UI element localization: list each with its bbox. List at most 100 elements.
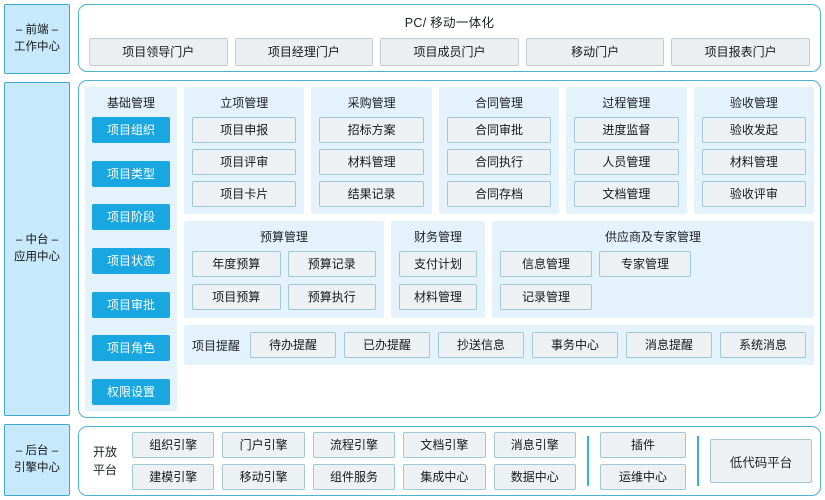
sidebar-item-frontend[interactable]: – 前端 – 工作中心	[4, 4, 70, 74]
group-supplier-expert-management: 供应商及专家管理 信息管理 专家管理 记录管理	[492, 221, 814, 318]
group-process-management: 过程管理 进度监督 人员管理 文档管理	[566, 87, 687, 214]
process-item-progress-supervision[interactable]: 进度监督	[574, 117, 679, 143]
portal-button-mobile[interactable]: 移动门户	[525, 38, 665, 66]
group-basic-management-title: 基础管理	[106, 96, 155, 110]
process-item-document[interactable]: 文档管理	[574, 181, 679, 207]
group-budget-items: 年度预算 预算记录 项目预算 预算执行	[192, 251, 376, 310]
budget-item-record[interactable]: 预算记录	[287, 251, 376, 277]
portal-button-report[interactable]: 项目报表门户	[671, 38, 810, 66]
layers-content: PC/ 移动一体化 项目领导门户 项目经理门户 项目成员门户 移动门户 项目报表…	[78, 4, 821, 496]
group-acceptance-management: 验收管理 验收发起 材料管理 验收评审	[693, 87, 815, 214]
initiation-item-review[interactable]: 项目评审	[192, 149, 297, 175]
sidebar-item-middle-line2: 应用中心	[14, 251, 60, 263]
basic-item-project-approval[interactable]: 项目审批	[92, 291, 170, 318]
plugin-button-grid: 插件 运维中心	[600, 432, 686, 490]
sidebar-item-middle-line1: – 中台 –	[15, 234, 59, 247]
engine-item-component-service[interactable]: 组件服务	[312, 464, 396, 490]
engine-button-grid: 组织引擎 门户引擎 流程引擎 文档引擎 消息引擎 建模引擎 移动引擎 组件服务 …	[132, 432, 576, 490]
group-supplier-title: 供应商及专家管理	[604, 230, 701, 244]
initiation-item-declare[interactable]: 项目申报	[192, 117, 297, 143]
budget-item-annual[interactable]: 年度预算	[192, 251, 281, 277]
contract-item-execution[interactable]: 合同执行	[446, 149, 552, 175]
contract-item-approval[interactable]: 合同审批	[446, 117, 552, 143]
open-platform-label: 开放 平台	[87, 443, 123, 479]
group-procurement-items: 招标方案 材料管理 结果记录	[319, 117, 424, 207]
procurement-item-result-record[interactable]: 结果记录	[319, 181, 424, 207]
acceptance-item-initiate[interactable]: 验收发起	[701, 117, 807, 143]
supplier-item-expert[interactable]: 专家管理	[599, 251, 691, 277]
budget-item-project[interactable]: 项目预算	[192, 284, 281, 310]
supplier-item-record[interactable]: 记录管理	[500, 284, 592, 310]
engine-item-org[interactable]: 组织引擎	[132, 432, 215, 458]
group-initiation-title: 立项管理	[220, 96, 269, 110]
group-finance-items: 支付计划 材料管理	[399, 251, 477, 310]
sidebar-item-frontend-line2: 工作中心	[14, 41, 60, 53]
procurement-item-bidding-plan[interactable]: 招标方案	[319, 117, 424, 143]
portal-button-row: 项目领导门户 项目经理门户 项目成员门户 移动门户 项目报表门户	[87, 38, 812, 66]
engine-item-mobile[interactable]: 移动引擎	[222, 464, 305, 490]
sidebar-item-backend-line2: 引擎中心	[14, 462, 60, 474]
reminder-item-system-message[interactable]: 系统消息	[720, 332, 807, 358]
sidebar-item-middle[interactable]: – 中台 – 应用中心	[4, 82, 70, 416]
middle-platform-panel: 基础管理 项目组织 项目类型 项目阶段 项目状态 项目审批 项目角色 权限设置 …	[78, 80, 821, 418]
reminder-item-cc-info[interactable]: 抄送信息	[438, 332, 525, 358]
basic-item-project-role[interactable]: 项目角色	[92, 335, 170, 362]
engine-item-message[interactable]: 消息引擎	[493, 432, 576, 458]
engine-item-data-center[interactable]: 数据中心	[493, 464, 576, 490]
group-contract-items: 合同审批 合同执行 合同存档	[446, 117, 552, 207]
project-reminder-label: 项目提醒	[192, 338, 241, 353]
budget-item-execution[interactable]: 预算执行	[287, 284, 376, 310]
reminder-item-done[interactable]: 已办提醒	[344, 332, 431, 358]
group-contract-title: 合同管理	[475, 96, 524, 110]
budget-finance-supplier-row: 预算管理 年度预算 预算记录 项目预算 预算执行 财务管理 支付计划 材料管理	[184, 221, 814, 318]
initiation-item-card[interactable]: 项目卡片	[192, 181, 297, 207]
open-platform-label-line2: 平台	[93, 463, 118, 477]
acceptance-item-material[interactable]: 材料管理	[701, 149, 807, 175]
acceptance-item-review[interactable]: 验收评审	[701, 181, 807, 207]
frontend-panel: PC/ 移动一体化 项目领导门户 项目经理门户 项目成员门户 移动门户 项目报表…	[78, 4, 821, 72]
management-groups-row: 立项管理 项目申报 项目评审 项目卡片 采购管理 招标方案 材料管理 结果记录	[184, 87, 815, 214]
reminder-item-todo[interactable]: 待办提醒	[250, 332, 337, 358]
frontend-panel-title: PC/ 移动一体化	[404, 16, 495, 30]
group-contract-management: 合同管理 合同审批 合同执行 合同存档	[438, 87, 560, 214]
group-finance-title: 财务管理	[413, 230, 462, 244]
supplier-item-info[interactable]: 信息管理	[500, 251, 592, 277]
engine-item-document[interactable]: 文档引擎	[403, 432, 486, 458]
group-process-items: 进度监督 人员管理 文档管理	[574, 117, 679, 207]
basic-item-project-status[interactable]: 项目状态	[92, 247, 170, 274]
plugin-item-plugin[interactable]: 插件	[600, 432, 686, 458]
reminder-item-affairs-center[interactable]: 事务中心	[532, 332, 619, 358]
basic-item-project-org[interactable]: 项目组织	[92, 117, 170, 143]
portal-button-leader[interactable]: 项目领导门户	[89, 38, 228, 66]
engine-item-portal[interactable]: 门户引擎	[222, 432, 305, 458]
engine-item-integration-center[interactable]: 集成中心	[403, 464, 486, 490]
basic-item-project-type[interactable]: 项目类型	[92, 160, 170, 187]
sidebar-item-backend[interactable]: – 后台 – 引擎中心	[4, 424, 70, 496]
group-finance-management: 财务管理 支付计划 材料管理	[391, 221, 485, 318]
sidebar-item-frontend-line1: – 前端 –	[15, 24, 59, 37]
group-procurement-management: 采购管理 招标方案 材料管理 结果记录	[311, 87, 432, 214]
lowcode-platform-button[interactable]: 低代码平台	[710, 439, 812, 483]
reminder-item-message-alert[interactable]: 消息提醒	[626, 332, 713, 358]
engine-separator-left	[587, 436, 589, 486]
group-supplier-items: 信息管理 专家管理 记录管理	[500, 251, 806, 310]
engine-item-process[interactable]: 流程引擎	[312, 432, 396, 458]
procurement-item-material[interactable]: 材料管理	[319, 149, 424, 175]
portal-button-manager[interactable]: 项目经理门户	[234, 38, 374, 66]
basic-item-project-stage[interactable]: 项目阶段	[92, 204, 170, 231]
engine-item-modeling[interactable]: 建模引擎	[132, 464, 215, 490]
finance-item-payment-plan[interactable]: 支付计划	[399, 251, 477, 277]
process-item-personnel[interactable]: 人员管理	[574, 149, 679, 175]
finance-item-material[interactable]: 材料管理	[399, 284, 477, 310]
group-initiation-items: 项目申报 项目评审 项目卡片	[192, 117, 297, 207]
group-budget-title: 预算管理	[259, 230, 308, 244]
middle-right-column: 立项管理 项目申报 项目评审 项目卡片 采购管理 招标方案 材料管理 结果记录	[184, 87, 815, 411]
plugin-item-ops-center[interactable]: 运维中心	[600, 464, 686, 490]
open-platform-label-line1: 开放	[93, 445, 118, 459]
basic-item-permission[interactable]: 权限设置	[92, 378, 170, 405]
portal-button-member[interactable]: 项目成员门户	[380, 38, 519, 66]
group-basic-management: 基础管理 项目组织 项目类型 项目阶段 项目状态 项目审批 项目角色 权限设置	[85, 87, 177, 411]
group-budget-management: 预算管理 年度预算 预算记录 项目预算 预算执行	[184, 221, 384, 318]
contract-item-archive[interactable]: 合同存档	[446, 181, 552, 207]
